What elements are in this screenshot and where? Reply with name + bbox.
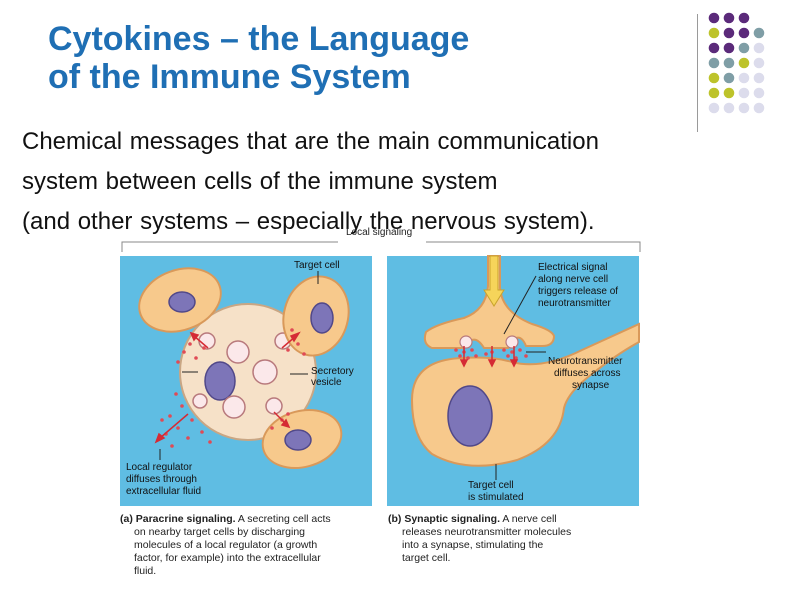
- decorative-dot: [723, 42, 735, 54]
- decorative-dot: [708, 87, 720, 99]
- decorative-dot: [723, 57, 735, 69]
- title-line-2: of the Immune System: [48, 58, 411, 96]
- label-nt-2: diffuses across: [554, 368, 621, 379]
- caption-panel-a: (a) Paracrine signaling. A secreting cel…: [120, 513, 370, 578]
- decorative-dot: [723, 12, 735, 24]
- decorative-dot: [753, 57, 765, 69]
- caption-b-line-4: target cell.: [402, 552, 451, 564]
- caption-b-label: (b) Synaptic signaling.: [388, 513, 501, 525]
- decorative-dot: [753, 42, 765, 54]
- label-nt-3: synapse: [572, 380, 610, 391]
- action-potential-arrow: [483, 255, 505, 307]
- decorative-dot: [723, 72, 735, 84]
- body-line-1: Chemical messages that are the main comm…: [22, 128, 599, 155]
- decorative-dot: [708, 102, 720, 114]
- caption-b-line-2: releases neurotransmitter molecules: [402, 526, 572, 538]
- decorative-dot: [753, 72, 765, 84]
- label-nt-1: Neurotransmitter: [548, 356, 623, 367]
- local-signaling-figure: Local signaling: [112, 224, 650, 594]
- panel-a-leader-lines: [159, 271, 319, 460]
- caption-a-line-5: fluid.: [134, 565, 157, 577]
- body-line-3: (and other systems – especially the nerv…: [22, 208, 595, 235]
- title-line-1: Cytokines – the Language: [48, 20, 470, 58]
- decorative-dot: [738, 12, 750, 24]
- label-local-reg-1: Local regulator: [126, 462, 193, 473]
- caption-a-label: (a) Paracrine signaling.: [120, 513, 236, 525]
- decorative-dot: [708, 42, 720, 54]
- target-cell-top-left: [138, 267, 222, 333]
- decorative-dot: [753, 27, 765, 39]
- neurotransmitter-arrows: [459, 346, 519, 368]
- caption-panel-b: (b) Synaptic signaling. A nerve cell rel…: [388, 513, 638, 565]
- label-local-reg-2: diffuses through: [126, 474, 197, 485]
- label-target-b-2: is stimulated: [468, 492, 524, 503]
- decorative-dot: [723, 87, 735, 99]
- label-target-b-1: Target cell: [468, 480, 514, 491]
- decorative-dot: [708, 57, 720, 69]
- label-electrical-2: along nerve cell: [538, 274, 608, 285]
- label-secretory-2: vesicle: [311, 377, 342, 388]
- neurotransmitter-molecules: [454, 348, 528, 360]
- caption-a-line-2: on nearby target cells by discharging: [134, 526, 306, 538]
- label-electrical-4: neurotransmitter: [538, 298, 611, 309]
- label-secretory-1: Secretory: [311, 366, 354, 377]
- decorative-dot: [738, 72, 750, 84]
- decorative-dot: [738, 102, 750, 114]
- decorative-dot: [753, 102, 765, 114]
- decorative-dot: [723, 27, 735, 39]
- decorative-dot: [753, 87, 765, 99]
- decorative-dot: [738, 87, 750, 99]
- slide-body-text: Chemical messages that are the main comm…: [22, 122, 599, 242]
- decorative-dot: [738, 57, 750, 69]
- label-electrical-3: triggers release of: [538, 286, 618, 297]
- panel-b-leader-lines: [495, 275, 546, 480]
- secreting-cell: [179, 303, 317, 441]
- decorative-dot: [708, 72, 720, 84]
- nerve-terminal: [423, 255, 556, 349]
- label-local-reg-3: extracellular fluid: [126, 486, 201, 497]
- figure-illustration: Local signaling: [120, 227, 641, 506]
- caption-b-line-3: into a synapse, stimulating the: [402, 539, 544, 551]
- decorative-dot: [738, 42, 750, 54]
- diffusion-arrows: [154, 331, 301, 444]
- figure-header: Local signaling: [346, 227, 412, 238]
- caption-a-line-4: factor, for example) into the extracellu…: [134, 552, 321, 564]
- decorative-dot: [738, 27, 750, 39]
- caption-a-line-1: A secreting cell acts: [235, 513, 331, 525]
- decorative-dot: [708, 27, 720, 39]
- caption-b-line-1: A nerve cell: [500, 513, 557, 525]
- body-line-2: system between cells of the immune syste…: [22, 168, 498, 195]
- decorative-dot: [723, 102, 735, 114]
- caption-a-line-3: molecules of a local regulator (a growth: [134, 539, 318, 551]
- label-electrical-1: Electrical signal: [538, 262, 607, 273]
- regulator-molecules: [160, 328, 306, 448]
- label-target-cell-a: Target cell: [294, 260, 340, 271]
- slide-title: Cytokines – the Language of the Immune S…: [48, 20, 469, 96]
- decorative-dot: [708, 12, 720, 24]
- decorative-divider: [697, 14, 698, 132]
